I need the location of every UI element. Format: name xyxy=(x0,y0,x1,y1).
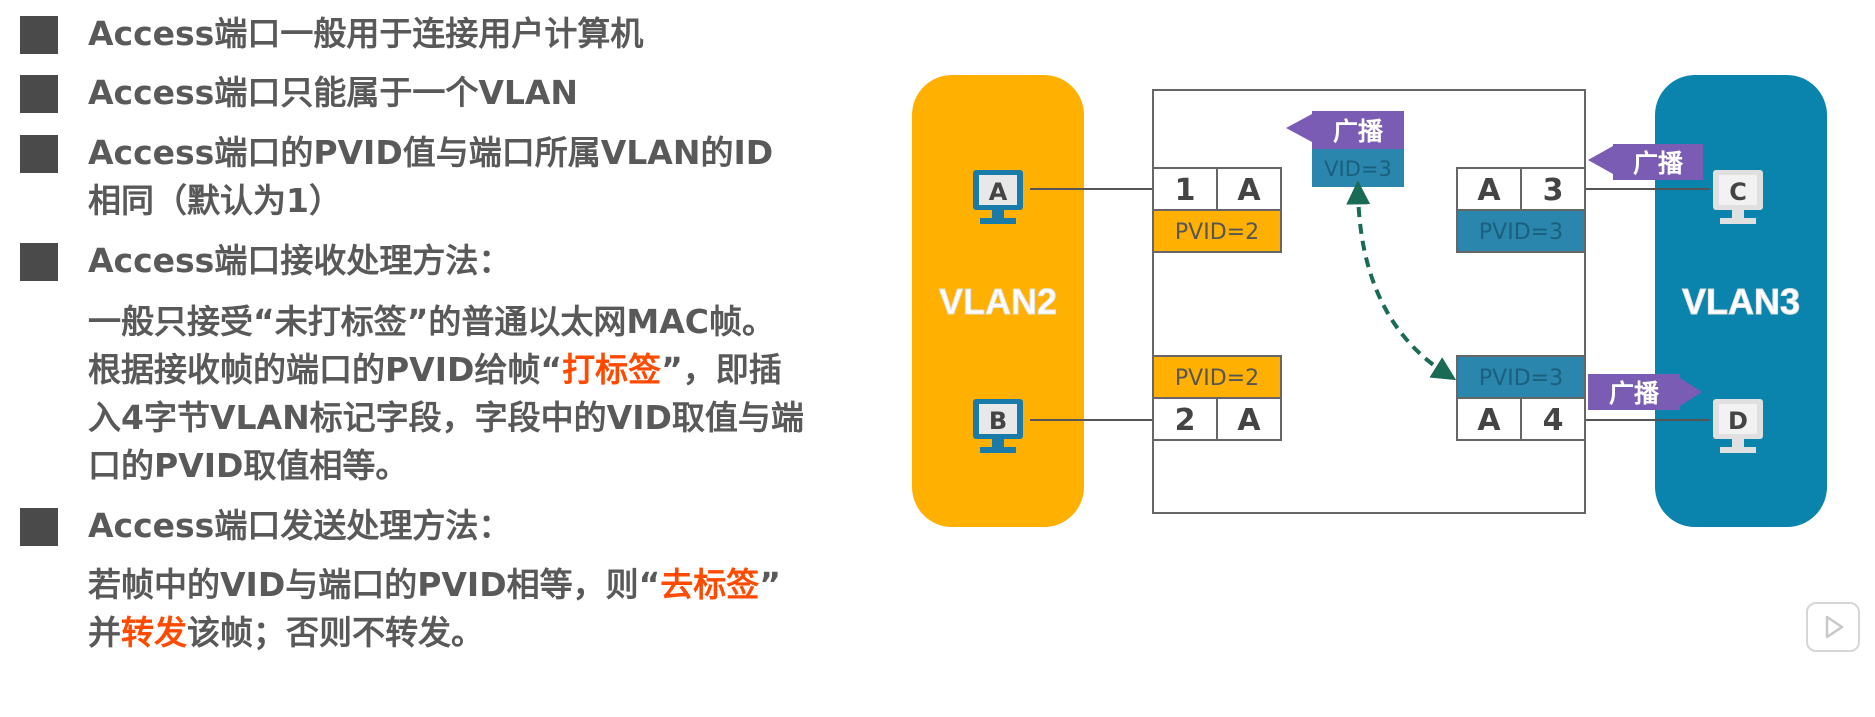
bullet-square-icon xyxy=(20,243,58,281)
receive-text: ”，即插 xyxy=(661,350,782,389)
pvid-label: PVID=3 xyxy=(1479,366,1563,391)
port-2: PVID=2 2 A xyxy=(1152,355,1282,441)
vlan-access-port-diagram: VLAN2 VLAN3 A B C D 1 xyxy=(912,75,1827,527)
highlight-untag-text: 去标签 xyxy=(660,565,760,604)
highlight-tag-text: 打标签 xyxy=(562,350,662,389)
host-a-label: A xyxy=(989,178,1008,206)
host-a-computer-icon: A xyxy=(973,170,1023,224)
pvid-label: PVID=3 xyxy=(1479,220,1563,245)
host-b-label: B xyxy=(989,407,1007,435)
bullet-square-icon xyxy=(20,135,58,173)
host-b-computer-icon: B xyxy=(973,399,1023,453)
broadcast-label: 广播 xyxy=(1333,117,1384,146)
port-1: 1 A PVID=2 xyxy=(1152,167,1282,253)
receive-line: 口的PVID取值相等。 xyxy=(88,446,409,485)
port-number: 3 xyxy=(1543,173,1564,208)
port-number: 1 xyxy=(1175,173,1196,208)
port-3: A 3 PVID=3 xyxy=(1456,167,1586,253)
receive-text: 根据接收帧的端口的PVID给帧“ xyxy=(88,350,563,389)
broadcast-label: 广播 xyxy=(1633,149,1684,178)
port-number: 2 xyxy=(1175,403,1196,438)
receive-line: 一般只接受“未打标签”的普通以太网MAC帧。 xyxy=(88,302,775,341)
vlan2-label: VLAN2 xyxy=(939,281,1057,322)
pvid-label: PVID=2 xyxy=(1175,366,1259,391)
bullet-text: Access端口只能属于一个VLAN xyxy=(88,73,579,112)
broadcast-frame-to-d: 广播 xyxy=(1588,374,1702,410)
highlight-forward-text: 转发 xyxy=(121,613,187,652)
broadcast-arrow-icon xyxy=(1588,146,1613,174)
bullet-text-continued: 相同（默认为1） xyxy=(88,181,342,220)
forwarding-arrow xyxy=(1346,180,1457,381)
host-d-computer-icon: D xyxy=(1713,399,1763,453)
send-text: ” xyxy=(759,565,781,604)
bullet-square-icon xyxy=(20,16,58,54)
send-line: 并转发该帧；否则不转发。 xyxy=(88,609,484,657)
pvid-box xyxy=(1152,209,1282,253)
send-line: 若帧中的VID与端口的PVID相等，则“去标签” xyxy=(88,561,781,609)
pvid-box xyxy=(1456,355,1586,399)
broadcast-label: 广播 xyxy=(1609,379,1660,408)
vid-tag-label: VID=3 xyxy=(1324,157,1392,181)
broadcast-frame-from-c: 广播 xyxy=(1588,144,1703,180)
port-mode: A xyxy=(1477,173,1501,208)
bullet-text: Access端口的PVID值与端口所属VLAN的ID xyxy=(88,133,774,172)
bullet-text: Access端口接收处理方法： xyxy=(88,241,512,280)
play-button[interactable] xyxy=(1806,602,1860,652)
send-text: 并 xyxy=(88,613,121,652)
pvid-box xyxy=(1152,355,1282,399)
bullet-text: Access端口一般用于连接用户计算机 xyxy=(88,14,644,53)
broadcast-arrow-icon xyxy=(1680,378,1702,406)
port-number: 4 xyxy=(1543,403,1564,438)
host-d-label: D xyxy=(1728,407,1748,435)
port-mode: A xyxy=(1237,173,1261,208)
port-mode: A xyxy=(1237,403,1261,438)
port-4: PVID=3 A 4 xyxy=(1456,355,1586,441)
pvid-label: PVID=2 xyxy=(1175,220,1259,245)
port-mode: A xyxy=(1477,403,1501,438)
play-icon xyxy=(1825,615,1844,639)
receive-line: 入4字节VLAN标记字段，字段中的VID取值与端 xyxy=(88,398,804,437)
send-text: 若帧中的VID与端口的PVID相等，则“ xyxy=(88,565,661,604)
host-c-label: C xyxy=(1729,178,1747,206)
pvid-box xyxy=(1456,209,1586,253)
host-c-computer-icon: C xyxy=(1713,170,1763,224)
send-text: 该帧；否则不转发。 xyxy=(187,613,484,652)
receive-line: 根据接收帧的端口的PVID给帧“打标签”，即插 xyxy=(88,346,782,394)
broadcast-arrow-icon xyxy=(1286,114,1312,142)
bullet-text: Access端口发送处理方法： xyxy=(88,506,512,545)
vlan3-label: VLAN3 xyxy=(1682,281,1800,322)
bullet-square-icon xyxy=(20,75,58,113)
bullet-square-icon xyxy=(20,508,58,546)
